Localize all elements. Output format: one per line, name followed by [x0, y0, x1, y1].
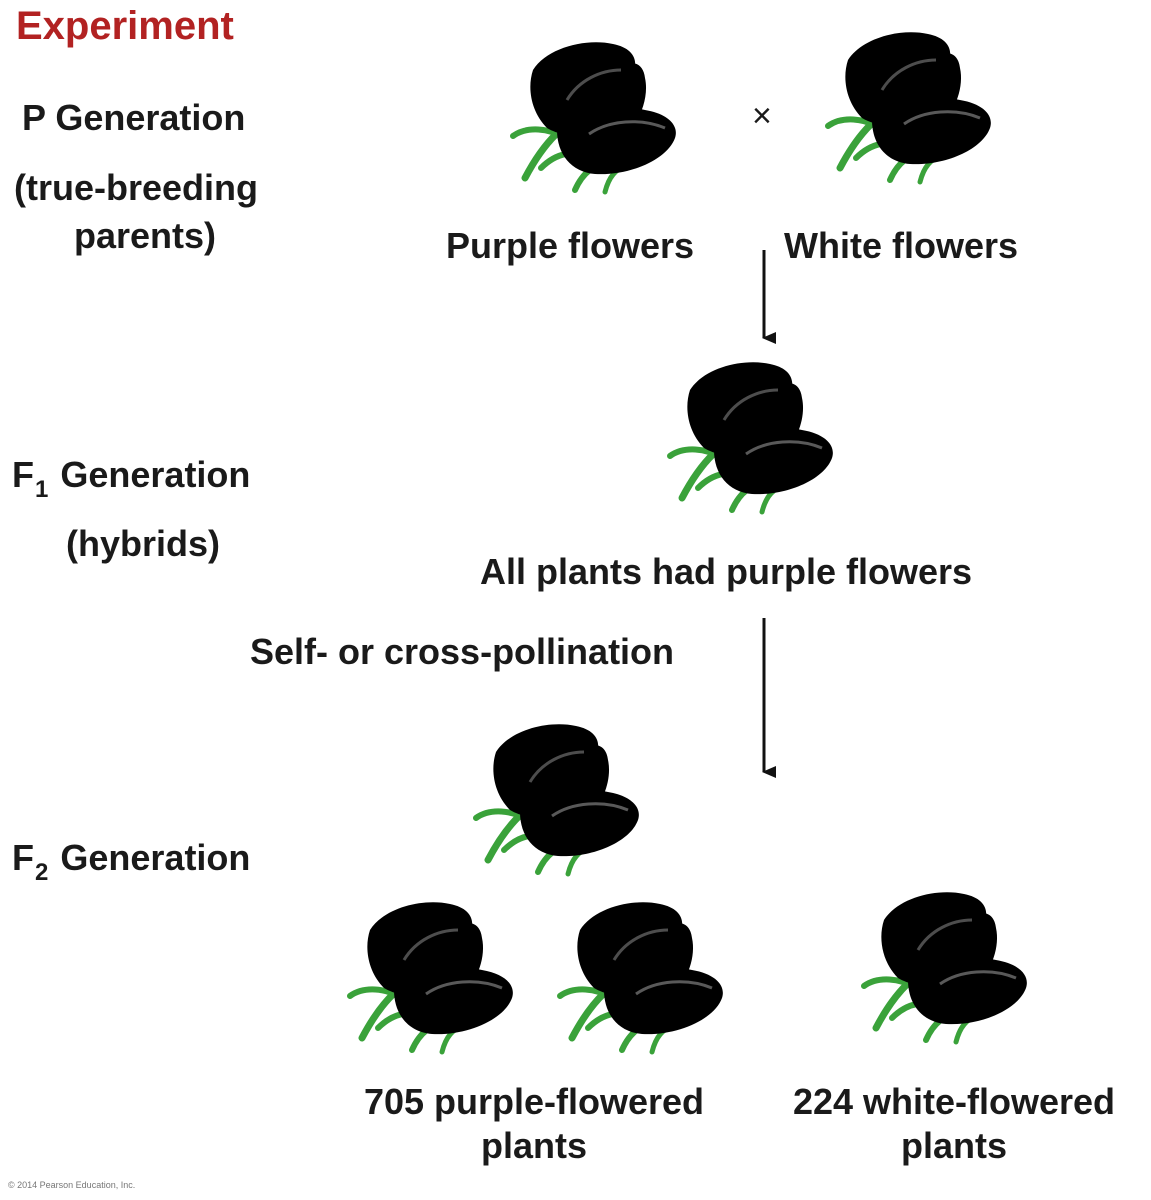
f2-subscript: 2: [35, 859, 49, 886]
pollination-label: Self- or cross-pollination: [250, 631, 675, 672]
f1-generation-note: (hybrids): [66, 523, 221, 564]
cross-symbol: ×: [752, 97, 772, 135]
f2-purple-count-line2: plants: [480, 1125, 588, 1166]
f2-white-count-line2: plants: [900, 1125, 1008, 1166]
f1-prefix: F: [12, 454, 34, 495]
f1-result-label: All plants had purple flowers: [480, 551, 973, 592]
f2-purple-flower-right: [560, 902, 723, 1052]
p-white-flower: [828, 32, 991, 182]
white-flowers-label: White flowers: [784, 225, 1019, 266]
f2-generation-label: F2 Generation: [12, 836, 251, 886]
f1-generation-word: Generation: [60, 454, 251, 495]
f2-purple-flower-left: [350, 902, 513, 1052]
f2-purple-count-line1: 705 purple-flowered: [363, 1081, 705, 1122]
experiment-title: Experiment: [16, 4, 234, 48]
purple-flowers-label: Purple flowers: [446, 225, 695, 266]
f2-prefix: F: [12, 837, 34, 878]
f1-purple-flower: [670, 362, 833, 512]
p-generation-label: P Generation: [22, 97, 246, 138]
f1-generation-label: F1 Generation: [12, 453, 251, 503]
p-generation-note-line1: (true-breeding: [14, 167, 259, 208]
copyright-notice: © 2014 Pearson Education, Inc.: [8, 1180, 136, 1190]
f2-purple-flower-top: [476, 724, 639, 874]
p-purple-flower: [513, 42, 676, 192]
f2-white-count-line1: 224 white-flowered: [792, 1081, 1116, 1122]
f1-subscript: 1: [35, 476, 49, 503]
f2-generation-word: Generation: [60, 837, 251, 878]
p-generation-note-line2: parents): [74, 215, 217, 256]
f2-white-flower: [864, 892, 1027, 1042]
